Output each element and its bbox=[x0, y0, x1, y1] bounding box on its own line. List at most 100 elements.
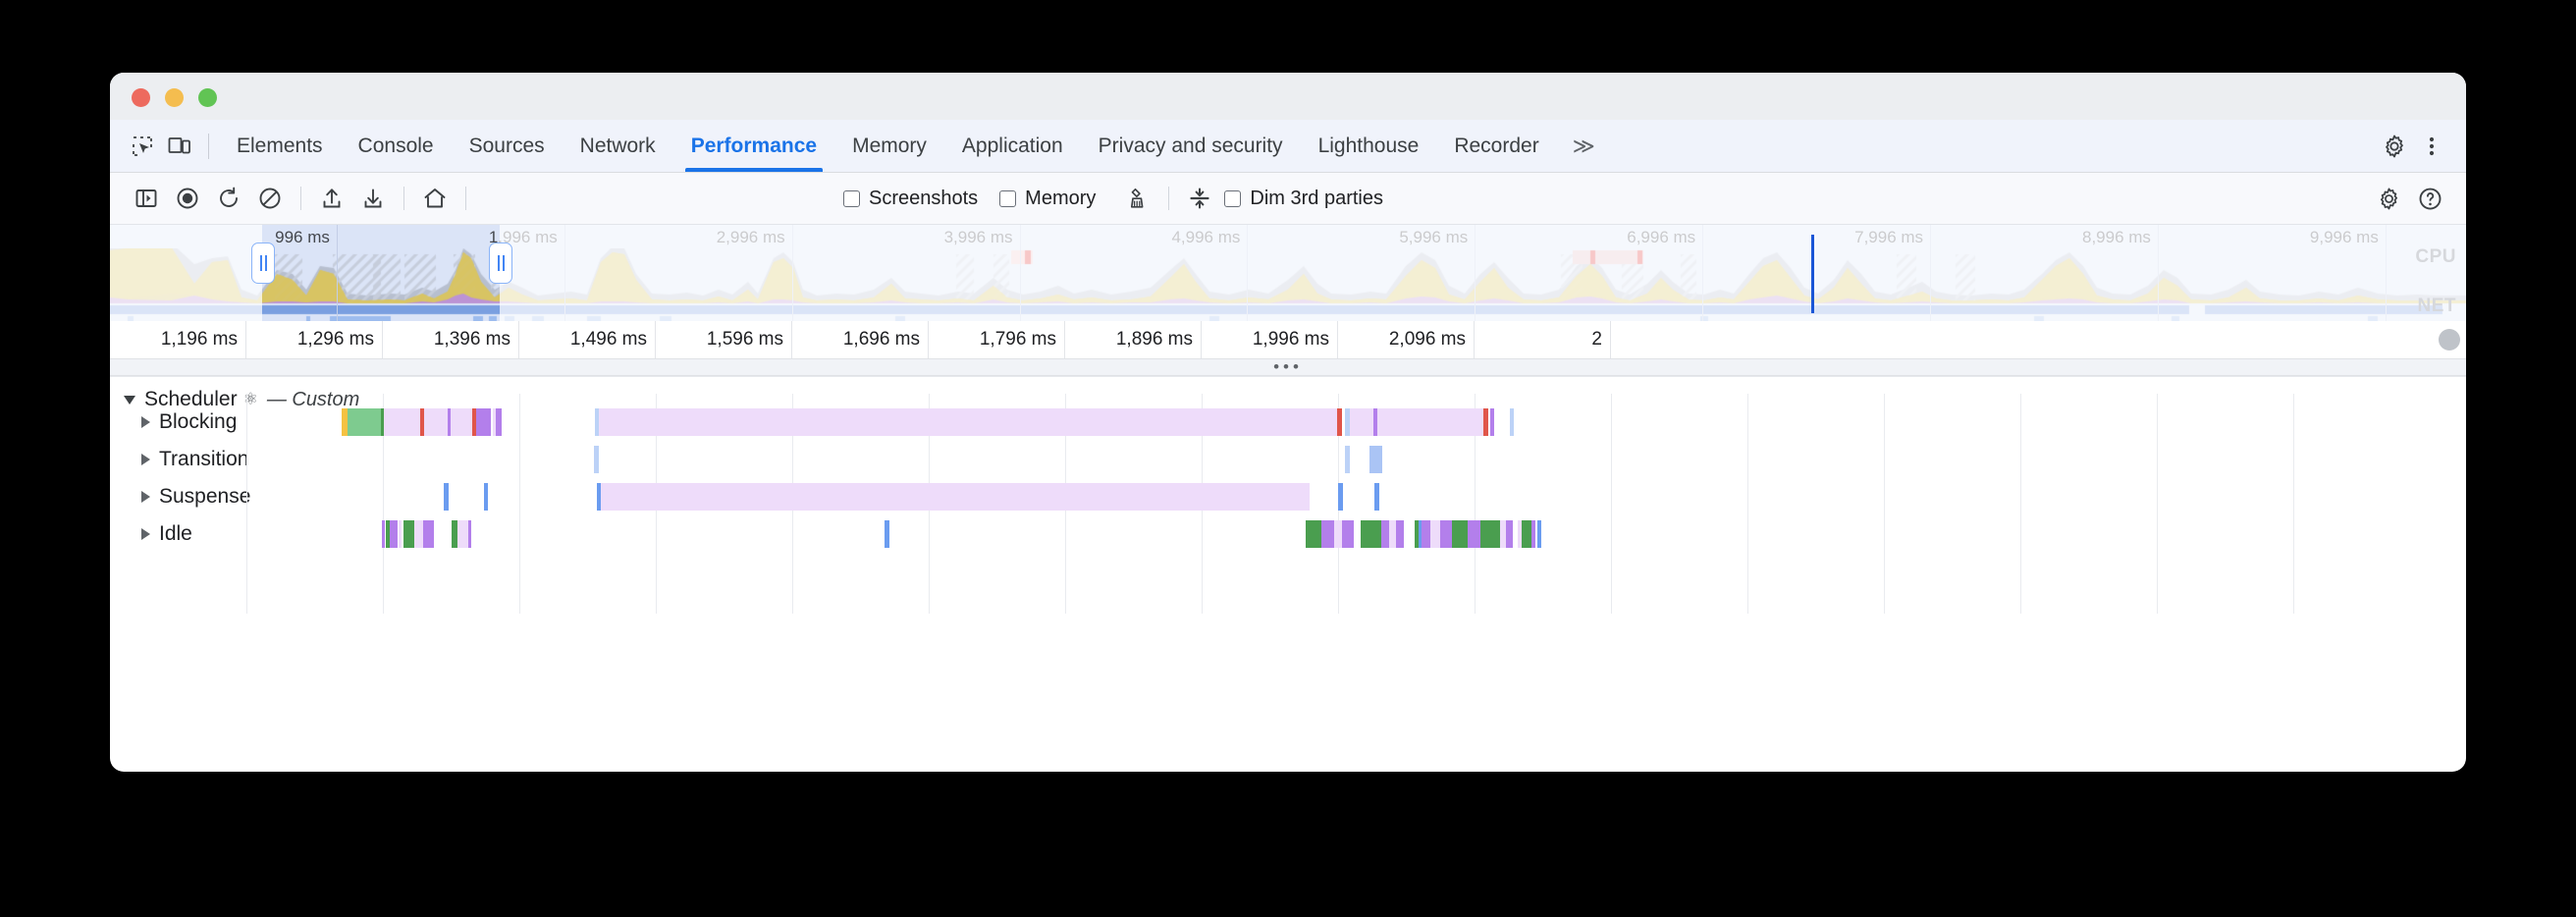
tab-performance[interactable]: Performance bbox=[673, 120, 834, 172]
overview-left-handle[interactable] bbox=[251, 243, 275, 284]
flamechart-event[interactable] bbox=[1381, 520, 1389, 548]
flamechart-event[interactable] bbox=[1377, 408, 1488, 436]
flamechart-event[interactable] bbox=[1396, 520, 1404, 548]
flamechart-event[interactable] bbox=[1490, 408, 1494, 436]
settings-gear-icon[interactable] bbox=[2368, 182, 2409, 215]
inspect-icon[interactable] bbox=[124, 132, 161, 161]
flamechart-event[interactable] bbox=[1338, 483, 1343, 511]
settings-gear-icon[interactable] bbox=[2376, 132, 2413, 161]
download-icon[interactable] bbox=[352, 182, 394, 215]
flamechart-event[interactable] bbox=[414, 520, 423, 548]
track-row-blocking[interactable]: Blocking bbox=[141, 410, 237, 434]
flamechart-event[interactable] bbox=[493, 408, 496, 436]
flamechart-event[interactable] bbox=[451, 408, 472, 436]
clear-icon[interactable] bbox=[249, 182, 291, 215]
flamechart-event[interactable] bbox=[1337, 408, 1342, 436]
flamechart-event[interactable] bbox=[1374, 483, 1379, 511]
flamechart-event[interactable] bbox=[1452, 520, 1468, 548]
tab-sources[interactable]: Sources bbox=[468, 135, 545, 157]
flamechart-event[interactable] bbox=[403, 520, 414, 548]
flamechart-event[interactable] bbox=[348, 408, 381, 436]
tab-network[interactable]: Network bbox=[579, 135, 656, 157]
flamechart-event[interactable] bbox=[496, 408, 502, 436]
tab-lighthouse[interactable]: Lighthouse bbox=[1317, 135, 1420, 157]
flamechart-event[interactable] bbox=[1506, 520, 1513, 548]
flamechart-event[interactable] bbox=[885, 520, 889, 548]
flamechart-event[interactable] bbox=[1440, 520, 1452, 548]
tab-application[interactable]: Application bbox=[961, 135, 1063, 157]
dim-3rd-parties-checkbox-box[interactable] bbox=[1224, 189, 1242, 207]
flamechart-event[interactable] bbox=[1342, 520, 1354, 548]
track-row-transition[interactable]: Transition bbox=[141, 448, 248, 471]
flamechart-event[interactable] bbox=[594, 446, 599, 473]
panel-resize-handle[interactable]: ••• bbox=[110, 358, 2466, 376]
flamechart-event[interactable] bbox=[1522, 520, 1531, 548]
flamechart-event[interactable] bbox=[1510, 408, 1514, 436]
flamechart-event[interactable] bbox=[1518, 520, 1522, 548]
ruler-scroll-handle[interactable] bbox=[2439, 329, 2460, 351]
track-group-scheduler[interactable]: Scheduler ⚛ — Custom bbox=[124, 388, 359, 411]
tab-console[interactable]: Console bbox=[357, 135, 434, 157]
flamechart-event[interactable] bbox=[382, 520, 385, 548]
collapse-vertical-icon[interactable] bbox=[1179, 182, 1220, 215]
flamechart-event[interactable] bbox=[597, 483, 601, 511]
flamechart-event[interactable] bbox=[601, 483, 1310, 511]
track-row-suspense[interactable]: Suspense bbox=[141, 485, 250, 509]
toggle-sidebar-icon[interactable] bbox=[126, 182, 167, 215]
flamechart-event[interactable] bbox=[1369, 446, 1382, 473]
flamechart-event[interactable] bbox=[1415, 520, 1419, 548]
more-tabs-icon[interactable]: ≫ bbox=[1572, 133, 1595, 158]
flamechart-event[interactable] bbox=[1345, 408, 1350, 436]
flamechart-event[interactable] bbox=[386, 520, 390, 548]
flamechart-event[interactable] bbox=[1334, 520, 1342, 548]
window-maximize-button[interactable] bbox=[198, 88, 217, 107]
flamechart-event[interactable] bbox=[595, 408, 599, 436]
reload-record-icon[interactable] bbox=[208, 182, 249, 215]
flamechart-event[interactable] bbox=[390, 520, 398, 548]
flamechart-event[interactable] bbox=[381, 408, 384, 436]
flamechart-tracks[interactable]: Scheduler ⚛ — Custom Blocking Transition… bbox=[110, 376, 2466, 633]
flamechart-event[interactable] bbox=[468, 520, 471, 548]
overview-right-handle[interactable] bbox=[489, 243, 512, 284]
window-minimize-button[interactable] bbox=[165, 88, 184, 107]
flamechart-event[interactable] bbox=[1430, 520, 1440, 548]
tab-privacy-and-security[interactable]: Privacy and security bbox=[1098, 135, 1283, 157]
flamechart-event[interactable] bbox=[1537, 520, 1541, 548]
flamechart-event[interactable] bbox=[1480, 520, 1500, 548]
screenshots-checkbox-box[interactable] bbox=[843, 189, 860, 207]
flamechart-event[interactable] bbox=[1419, 520, 1422, 548]
memory-checkbox-box[interactable] bbox=[999, 189, 1017, 207]
tab-elements[interactable]: Elements bbox=[237, 135, 323, 157]
flamechart-event[interactable] bbox=[1361, 520, 1381, 548]
track-row-idle[interactable]: Idle bbox=[141, 522, 192, 546]
flamechart-event[interactable] bbox=[1483, 408, 1488, 436]
flamechart-event[interactable] bbox=[1345, 446, 1350, 473]
flamechart-event[interactable] bbox=[448, 408, 451, 436]
flamechart-event[interactable] bbox=[424, 408, 448, 436]
flamechart-event[interactable] bbox=[1422, 520, 1430, 548]
flamechart-event[interactable] bbox=[452, 520, 457, 548]
home-icon[interactable] bbox=[414, 182, 456, 215]
more-vertical-icon[interactable] bbox=[2413, 132, 2450, 161]
flamechart-event[interactable] bbox=[444, 483, 449, 511]
upload-icon[interactable] bbox=[311, 182, 352, 215]
record-icon[interactable] bbox=[167, 182, 208, 215]
flamechart-event[interactable] bbox=[457, 520, 468, 548]
flamechart-event[interactable] bbox=[476, 408, 491, 436]
flamechart-event[interactable] bbox=[1389, 520, 1396, 548]
flamechart-event[interactable] bbox=[384, 408, 420, 436]
window-close-button[interactable] bbox=[132, 88, 150, 107]
flamechart-event[interactable] bbox=[1468, 520, 1480, 548]
help-icon[interactable] bbox=[2409, 182, 2450, 215]
timeline-overview[interactable]: 996 ms1,996 ms2,996 ms3,996 ms4,996 ms5,… bbox=[110, 225, 2466, 321]
collect-garbage-icon[interactable] bbox=[1117, 182, 1158, 215]
flamechart-event[interactable] bbox=[1321, 520, 1334, 548]
flamechart-event[interactable] bbox=[1373, 408, 1377, 436]
flamechart-event[interactable] bbox=[1306, 520, 1321, 548]
screenshots-checkbox[interactable]: Screenshots bbox=[843, 188, 978, 210]
flamechart-event[interactable] bbox=[1350, 408, 1373, 436]
flamechart-event[interactable] bbox=[420, 408, 424, 436]
flamechart-event[interactable] bbox=[472, 408, 476, 436]
flamechart-event[interactable] bbox=[599, 408, 1337, 436]
